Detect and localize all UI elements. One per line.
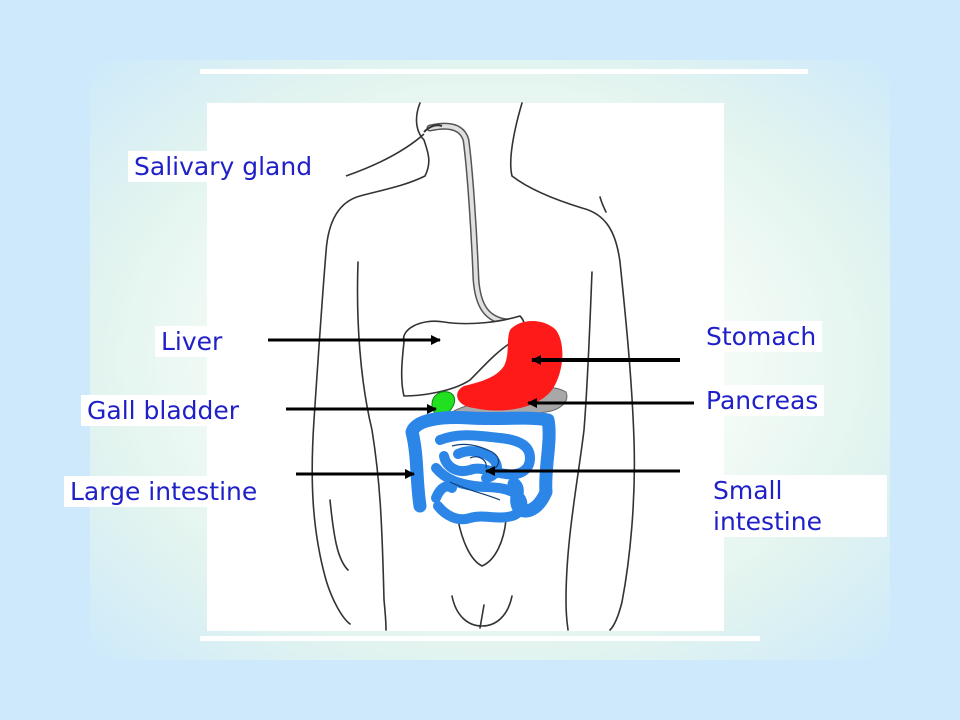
bottom-divider [200,636,760,641]
label-small-intestine: Small intestine [707,475,887,537]
top-divider [200,69,808,74]
label-gall-bladder: Gall bladder [81,395,246,426]
mouth [423,124,443,133]
label-salivary-gland: Salivary gland [128,151,319,182]
label-liver: Liver [155,326,229,357]
salivary-gland-pointer [345,133,425,177]
label-stomach: Stomach [700,321,823,352]
label-pancreas: Pancreas [700,385,825,416]
body-outline [311,102,636,631]
label-large-intestine: Large intestine [64,476,264,507]
stomach [457,321,563,411]
